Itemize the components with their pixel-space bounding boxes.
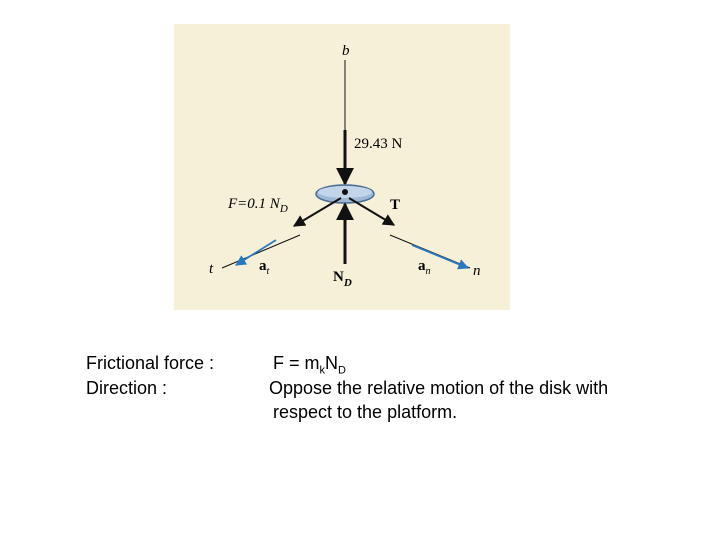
direction-text-line2: respect to the platform. [273, 402, 458, 422]
disk-center-dot [342, 189, 348, 195]
axis-n-label: n [473, 263, 481, 279]
direction-label: Direction : [86, 378, 168, 398]
axis-b-label: b [342, 43, 350, 59]
axis-t-label: t [209, 261, 214, 277]
tension-label: T [390, 197, 400, 213]
frictional-force-label: Frictional force : [86, 353, 215, 373]
friction-force-arrow [292, 197, 342, 227]
free-body-diagram: b 29.43 N F=0.1 ND T ND t n at an [174, 24, 510, 310]
direction-text-line1: Oppose the relative motion of the disk w… [269, 378, 609, 398]
accel-t-label: at [259, 258, 270, 277]
friction-force-label: F=0.1 ND [227, 196, 288, 215]
equation-N: N [325, 353, 339, 373]
accel-n-label: an [418, 258, 431, 277]
accel-t-arrow [235, 239, 277, 266]
weight-force-label: 29.43 N [354, 136, 403, 152]
accel-n-arrow [411, 244, 469, 270]
normal-force-label: ND [333, 269, 352, 289]
equation-prefix: F = m [273, 353, 320, 373]
tension-force-arrow [348, 197, 396, 226]
frictional-force-equation: F = mkND [273, 353, 346, 377]
equation-sub-k: k [319, 364, 326, 377]
t-axis-line [221, 234, 301, 269]
equation-sub-D: D [338, 364, 346, 377]
